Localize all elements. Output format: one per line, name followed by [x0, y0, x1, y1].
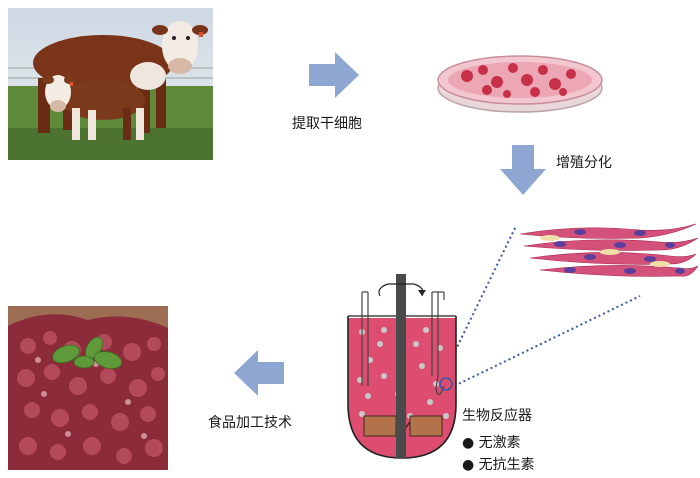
- bullet-dot-icon: ●: [462, 435, 474, 451]
- arrow-right-icon: [309, 52, 359, 98]
- food-processing-label: 食品加工技术: [208, 412, 292, 432]
- feature-text: 无激素: [479, 435, 521, 451]
- bullet-dot-icon: ●: [462, 457, 474, 473]
- bioreactor-feature-item: ● 无抗生素: [462, 454, 535, 474]
- bioreactor-title: 生物反应器: [462, 405, 532, 425]
- proliferate-differentiate-label: 增殖分化: [556, 152, 612, 172]
- bioreactor-feature-item: ● 无激素: [462, 432, 521, 452]
- arrow-down-icon: [500, 145, 546, 195]
- feature-text: 无抗生素: [479, 457, 535, 473]
- zoom-line-lower: [450, 296, 640, 388]
- extract-stem-cells-label: 提取干细胞: [292, 113, 362, 133]
- cow-photo: [8, 8, 213, 160]
- arrow-left-icon: [234, 350, 284, 396]
- petri-dish-image: [435, 46, 605, 114]
- ground-meat-image: [8, 306, 168, 470]
